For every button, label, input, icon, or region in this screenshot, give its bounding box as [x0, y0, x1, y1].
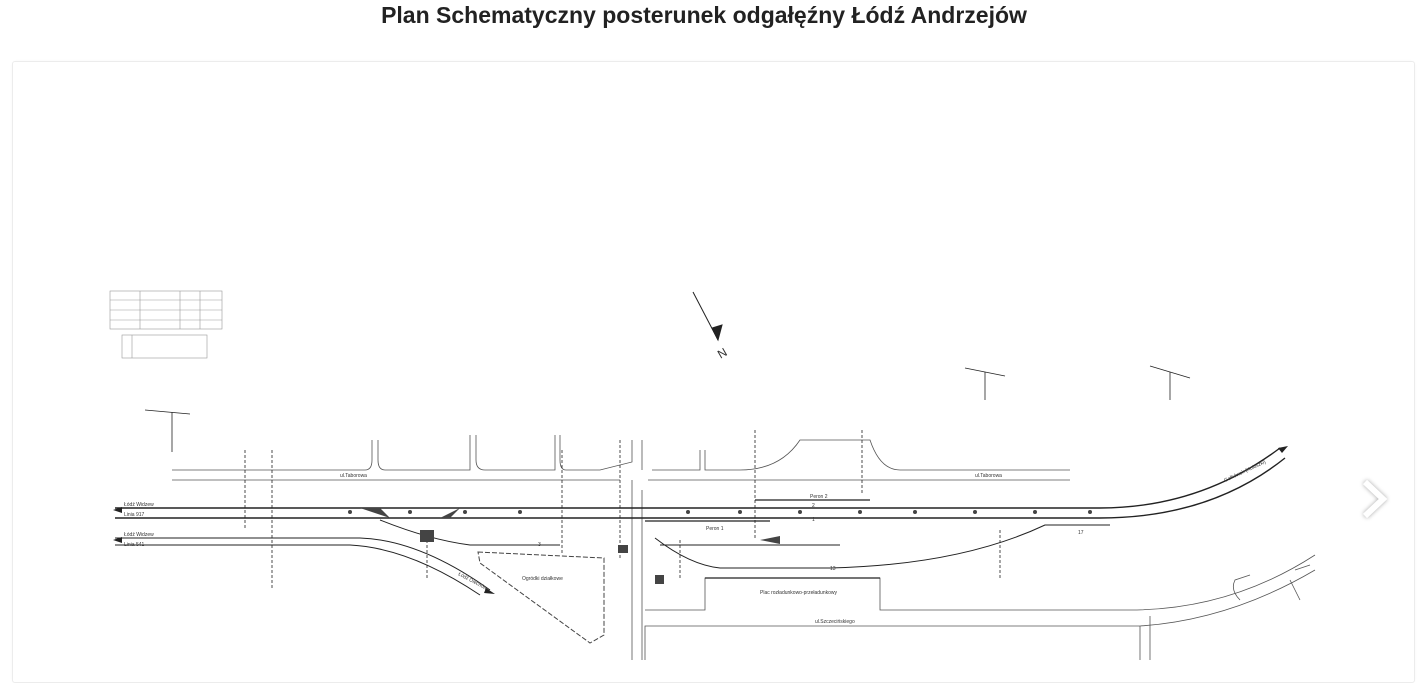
- image-viewer: [12, 61, 1415, 683]
- svg-text:ul.Szczecińskiego: ul.Szczecińskiego: [815, 619, 855, 625]
- svg-text:Peron 1: Peron 1: [706, 526, 724, 532]
- svg-text:Łódź Olechów: Łódź Olechów: [457, 571, 488, 591]
- svg-text:2: 2: [812, 503, 815, 509]
- svg-text:N: N: [715, 345, 730, 361]
- next-image-button[interactable]: [1355, 474, 1395, 524]
- legend-table: [109, 290, 223, 359]
- svg-text:Peron 2: Peron 2: [810, 494, 828, 500]
- svg-text:1: 1: [812, 517, 815, 523]
- svg-text:13: 13: [830, 566, 836, 572]
- svg-text:Ogródki działkowe: Ogródki działkowe: [522, 576, 563, 582]
- schematic-plan-image: N: [109, 290, 1316, 660]
- svg-text:Plac rozładunkowo-przeładunkow: Plac rozładunkowo-przeładunkowy: [760, 590, 837, 596]
- svg-text:3: 3: [538, 542, 541, 548]
- svg-text:Linia 541: Linia 541: [124, 542, 145, 548]
- chevron-right-icon: [1362, 479, 1388, 519]
- north-arrow-icon: N: [692, 291, 730, 362]
- svg-text:Linia 917: Linia 917: [124, 512, 145, 518]
- svg-text:Gałkówek (Koluszki): Gałkówek (Koluszki): [1223, 459, 1267, 484]
- svg-text:17: 17: [1078, 530, 1084, 536]
- svg-text:Łódź Widzew: Łódź Widzew: [124, 532, 154, 538]
- svg-text:Łódź Widzew: Łódź Widzew: [124, 502, 154, 508]
- svg-text:ul.Taborowa: ul.Taborowa: [340, 473, 367, 479]
- page-title: Plan Schematyczny posterunek odgałęźny Ł…: [381, 2, 1027, 28]
- svg-text:ul.Taborowa: ul.Taborowa: [975, 473, 1002, 479]
